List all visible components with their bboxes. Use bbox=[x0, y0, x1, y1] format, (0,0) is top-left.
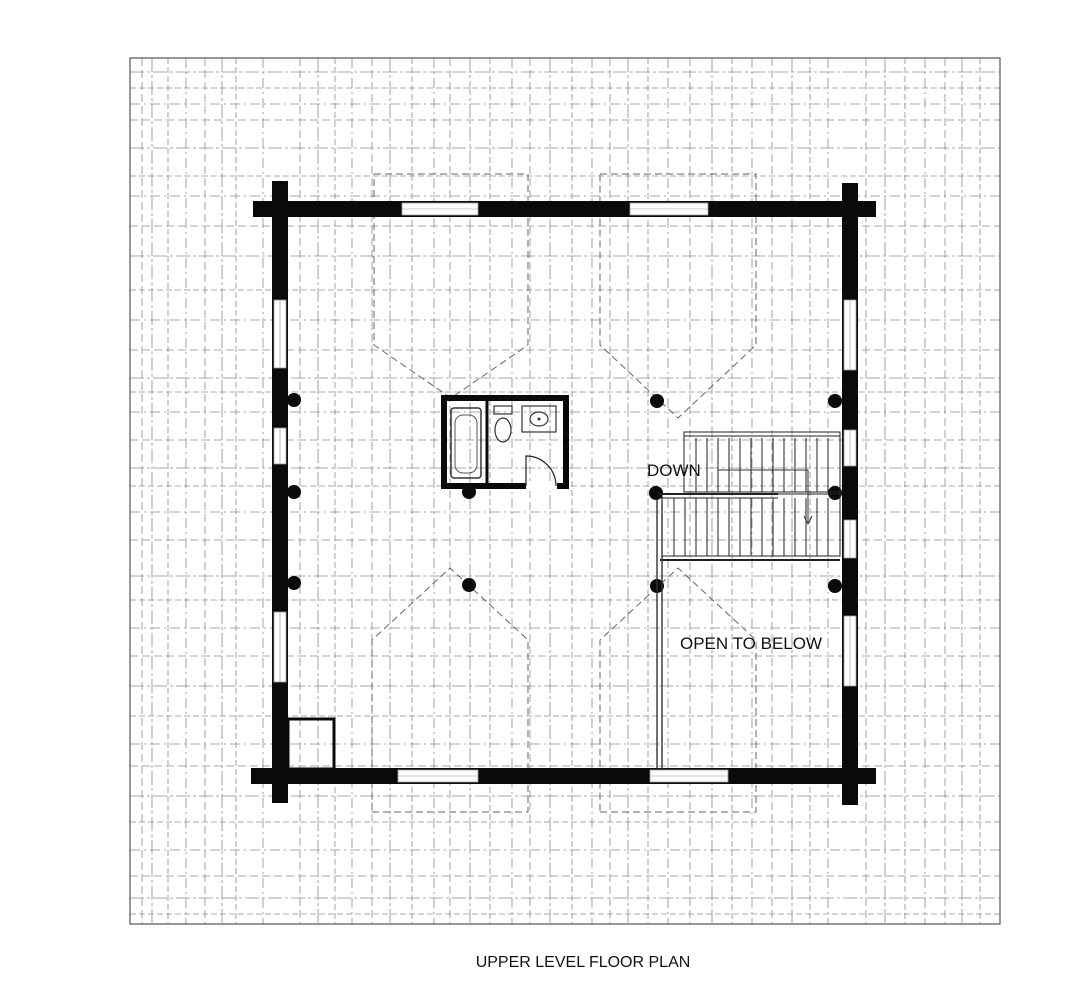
post bbox=[287, 485, 301, 499]
post bbox=[650, 394, 664, 408]
window-glazing-lines bbox=[279, 208, 851, 777]
roof-framing-grid bbox=[130, 58, 1000, 924]
toilet-tank-icon bbox=[493, 405, 513, 415]
closet bbox=[286, 717, 336, 771]
drawing-title: UPPER LEVEL FLOOR PLAN bbox=[476, 954, 691, 971]
post bbox=[287, 393, 301, 407]
bathroom-door-swing bbox=[525, 455, 557, 487]
sink-counter-icon bbox=[521, 405, 557, 433]
stair-arrow-head bbox=[803, 515, 813, 526]
exterior-walls bbox=[251, 181, 876, 805]
post bbox=[828, 394, 842, 408]
bathroom bbox=[441, 395, 569, 491]
stair-treads-upper bbox=[695, 438, 829, 492]
open-to-below-label: OPEN TO BELOW bbox=[680, 634, 822, 653]
posts bbox=[287, 393, 842, 593]
bathroom-walls bbox=[441, 395, 569, 489]
sink-icon bbox=[529, 411, 549, 427]
dormer-top-right bbox=[599, 173, 757, 419]
wall-east bbox=[842, 183, 858, 805]
stair-label: DOWN bbox=[647, 461, 701, 480]
dormers bbox=[371, 173, 757, 813]
wall-west bbox=[272, 181, 288, 803]
bathroom-door-gap bbox=[526, 481, 557, 491]
guard-rail bbox=[656, 500, 663, 770]
stairs bbox=[658, 431, 841, 561]
post bbox=[828, 579, 842, 593]
post bbox=[828, 486, 842, 500]
roof-outline bbox=[129, 57, 1001, 925]
wall-north bbox=[253, 201, 876, 217]
wall-south bbox=[251, 768, 876, 784]
bathtub-icon bbox=[450, 407, 482, 479]
post bbox=[287, 576, 301, 590]
sink-drain-icon bbox=[537, 417, 541, 421]
bathtub-inner bbox=[454, 414, 478, 474]
stair-direction-arrow bbox=[718, 469, 809, 522]
post bbox=[649, 486, 663, 500]
stair-treads-lower bbox=[673, 498, 829, 556]
dormer-top-left bbox=[373, 173, 529, 399]
toilet-icon bbox=[494, 417, 512, 443]
post bbox=[462, 578, 476, 592]
